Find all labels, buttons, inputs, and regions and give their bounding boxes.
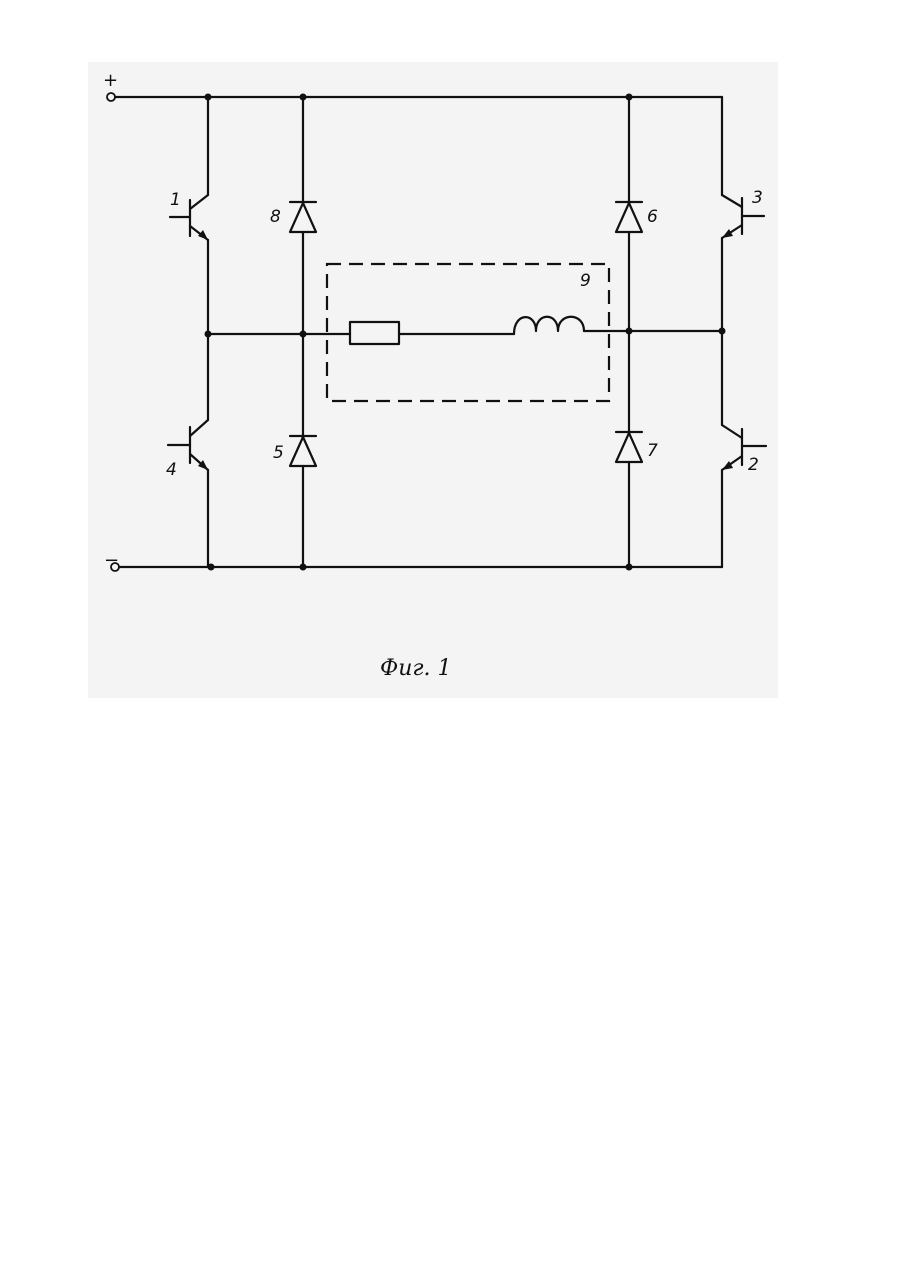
- diode-6-label: 6: [647, 207, 658, 227]
- circuit-schematic: + − 1 4: [0, 0, 901, 760]
- transistor-2-label: 2: [748, 455, 759, 475]
- diode-7-label: 7: [647, 441, 658, 461]
- negative-terminal-label: −: [104, 550, 119, 571]
- figure-caption: Фиг. 1: [380, 656, 500, 681]
- diode-5-label: 5: [273, 443, 284, 463]
- diode-8: [290, 202, 316, 232]
- inductor-symbol: [514, 317, 584, 334]
- resistor-symbol: [350, 322, 399, 344]
- load-label: 9: [580, 271, 591, 291]
- transistor-3-label: 3: [752, 188, 763, 208]
- diode-6: [616, 202, 642, 232]
- transistor-2: [722, 425, 766, 470]
- transistor-4-label: 4: [166, 460, 177, 480]
- diode-5: [290, 436, 316, 466]
- load-block: [327, 264, 609, 401]
- positive-terminal-label: +: [103, 70, 118, 91]
- diode-7: [616, 432, 642, 462]
- bridge-output-line: [208, 331, 722, 334]
- diode-8-label: 8: [270, 207, 281, 227]
- transistor-1-label: 1: [170, 190, 181, 210]
